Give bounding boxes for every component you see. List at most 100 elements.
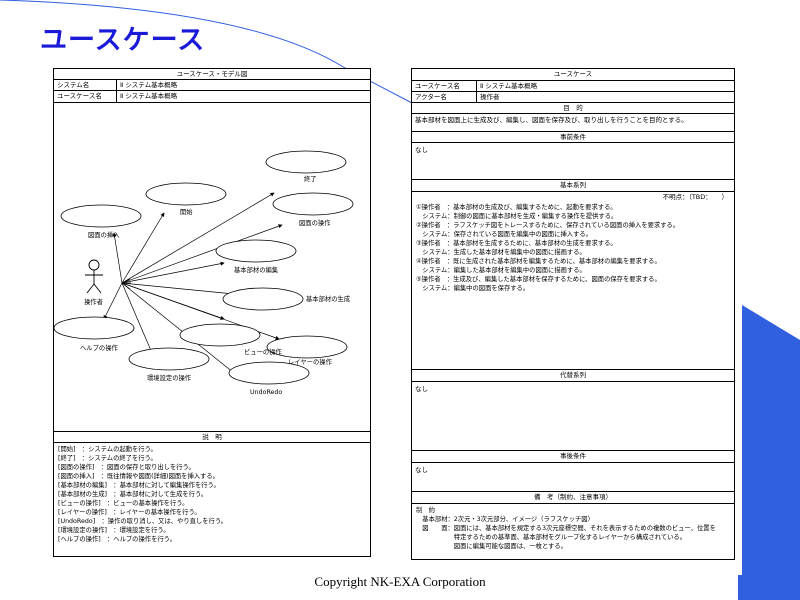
explanation-line: [環境設定の操作] ：環境設定を行う。	[58, 527, 170, 534]
explanation-line: [レイヤーの操作] ：レイヤーの基本操作を行う。	[58, 509, 201, 516]
assoc-end	[121, 192, 275, 284]
assoc-start	[121, 212, 165, 284]
usecase-name-label: ユースケース名	[57, 92, 102, 100]
basic-flow-header: 基本系列	[412, 180, 734, 192]
assoc-generate	[121, 282, 235, 296]
assoc-help	[103, 282, 123, 320]
basic-flow-line: システム：保存されている図面を編集中の図面に挿入する。	[416, 231, 592, 238]
page-title: ユースケース	[40, 25, 206, 56]
usecase-label-generate: 基本部材の生成	[306, 296, 351, 303]
usecase-name-value: Ⅱ システム基本概略	[120, 92, 178, 100]
usecase-label-env: 環境設定の操作	[147, 375, 192, 382]
explanation-line: [開始] ：システムの起動を行う。	[58, 446, 157, 453]
copyright-footer: Copyright NK-EXA Corporation	[314, 574, 486, 589]
system-name-label: システム名	[57, 81, 90, 89]
usecase-ellipse-edit	[215, 239, 297, 263]
explanation-line: [図面の挿入] ：既往情報や図面(詳細)図面を挿入する。	[58, 473, 219, 480]
decorative-arc	[0, 0, 413, 104]
notes-line: 基本部材：2次元・3次元部分、イメージ（ラフスケッチ図）	[416, 516, 594, 523]
basic-flow-line: ②操作者 ：ラフスケッチ図をトレースするために、保存されている図面の挿入を要求す…	[416, 222, 680, 229]
explanation-line: [基本部材の生成] ：基本部材に対して生成を行う。	[58, 491, 208, 498]
basic-flow-note: 不明点：（TBD： ）	[662, 193, 728, 201]
basic-flow-line: ④操作者 ：既に生成された基本部材を編集するために、基本部材の編集を要求する。	[416, 258, 661, 265]
assoc-insert	[112, 232, 123, 284]
assoc-undoredo	[121, 282, 235, 374]
purpose-text: 基本部材を図面上に生成及び、編集し、図面を保存及び、取り出しを行うことを目的とす…	[415, 116, 688, 124]
explanation-text: [開始] ：システムの起動を行う。 [終了] ：システムの終了を行う。 [図面の…	[58, 445, 366, 544]
basic-flow-line: ⑤操作者 ：生成及び、編集した基本部材を保存するために、図面の保存を要求する。	[416, 276, 661, 283]
precondition-text: なし	[415, 146, 428, 154]
basic-flow-line: システム：編集中の図面を保存する。	[416, 285, 530, 292]
usecase-label-insert: 図面の挿入	[88, 232, 120, 239]
usecase-ellipse-start	[145, 182, 227, 206]
usecase-name-row: ユースケース名 Ⅱ システム基本概略	[54, 91, 370, 103]
explanation-line: [図面の操作] ：図面の保存と取り出しを行う。	[58, 464, 195, 471]
usecase-ellipse-drawing	[272, 192, 354, 216]
postcondition-row: なし	[412, 463, 734, 492]
spec-actor-value: 操作者	[480, 93, 500, 101]
notes-header: 備 考（制約、注意事項）	[412, 492, 734, 504]
usecase-ellipse-undoredo	[228, 361, 310, 385]
usecase-ellipse-generate	[222, 287, 304, 311]
spec-usecase-label: ユースケース名	[415, 82, 460, 90]
usecase-ellipse-layer	[266, 335, 348, 359]
usecase-spec-header: ユースケース	[412, 69, 734, 81]
spec-actor-row: アクター名 操作者	[412, 92, 734, 103]
explanation-header: 説 明	[54, 431, 370, 443]
usecase-ellipse-env	[128, 347, 210, 371]
basic-flow-line: ③操作者 ：基本部材を生成するために、基本部材の生成を要求する。	[416, 240, 617, 247]
spec-actor-label: アクター名	[415, 93, 447, 101]
spec-usecase-row: ユースケース名 Ⅱ システム基本概略	[412, 81, 734, 92]
usecase-label-view: ビューの操作	[244, 349, 282, 356]
usecase-label-end: 終了	[304, 176, 317, 183]
notes-line: 特定するための基準面、基本部材をグループ化するレイヤーから構成されている。	[416, 534, 687, 541]
precondition-row: なし	[412, 143, 734, 180]
usecase-label-help: ヘルプの操作	[80, 345, 118, 352]
notes-line: 図 面：図面には、基本部材を規定する3次元座標空間、それを表示するための複数のビ…	[416, 525, 716, 532]
usecase-label-start: 開始	[180, 209, 193, 216]
usecase-label-drawing: 図面の操作	[299, 220, 331, 227]
explanation-line: [ヘルプの操作] ：ヘルプの操作を行う。	[58, 536, 176, 543]
usecase-ellipse-view	[179, 323, 261, 347]
explanation-line: [UndoRedo] ：操作の取り消し、又は、やり直しを行う。	[58, 518, 228, 525]
decorative-corner-shape	[738, 305, 800, 600]
notes-text: 制 約 基本部材：2次元・3次元部分、イメージ（ラフスケッチ図） 図 面：図面に…	[416, 506, 730, 551]
postcondition-text: なし	[415, 466, 428, 474]
basic-flow-row: 不明点：（TBD： ） ①操作者 ：基本部材の生成及び、編集するために、起動を要…	[412, 192, 734, 370]
usecase-ellipse-end	[265, 150, 347, 174]
precondition-header: 事前条件	[412, 132, 734, 143]
explanation-line: [基本部材の編集] ：基本部材に対して編集操作を行う。	[58, 482, 220, 489]
actor-stick-figure-icon	[85, 259, 103, 294]
usecase-model-header: ユースケース・モデル図	[54, 69, 370, 80]
usecase-label-layer: レイヤーの操作	[288, 359, 332, 366]
explanation-line: [ビューの操作] ：ビューの基本操作を行う。	[58, 500, 189, 507]
actor-label: 操作者	[84, 299, 103, 306]
usecase-label-undoredo: UndoRedo	[250, 389, 283, 396]
usecase-label-edit: 基本部材の編集	[234, 267, 279, 274]
explanation-line: [終了] ：システムの終了を行う。	[58, 455, 157, 462]
basic-flow-line: システム：編集した基本部材を編集中の図面に描画する。	[416, 267, 586, 274]
basic-flow-steps: ①操作者 ：基本部材の生成及び、編集するために、起動を要求する。 システム：制御…	[416, 203, 730, 293]
usecase-ellipse-insert	[60, 204, 142, 228]
basic-flow-line: システム：生成した基本部材を編集中の図面に描画する。	[416, 249, 586, 256]
assoc-env	[121, 282, 153, 354]
basic-flow-line: ①操作者 ：基本部材の生成及び、編集するために、起動を要求する。	[416, 204, 617, 211]
notes-line: 制 約	[416, 507, 435, 514]
purpose-header: 目 的	[412, 103, 734, 114]
usecase-spec-panel: ユースケース ユースケース名 Ⅱ システム基本概略 アクター名 操作者 目 的 …	[411, 68, 735, 560]
purpose-row: 基本部材を図面上に生成及び、編集し、図面を保存及び、取り出しを行うことを目的とす…	[412, 114, 734, 132]
assoc-edit	[121, 261, 225, 284]
system-name-value: Ⅱ システム基本概略	[120, 81, 178, 89]
usecase-diagram: 終了 開始 図面の操作 図面の挿入 基本部材の編集 基本部材の生成 ビューの操作…	[54, 103, 370, 499]
basic-flow-line: システム：制御の図面に基本部材を生成・編集する操作を提供する。	[416, 213, 618, 220]
assoc-drawing	[121, 224, 283, 284]
alt-flow-text: なし	[415, 385, 428, 393]
notes-line: 図面に編集可能な図面は、一枚とする。	[416, 543, 567, 550]
usecase-ellipse-help	[54, 316, 135, 340]
system-name-row: システム名 Ⅱ システム基本概略	[54, 80, 370, 91]
spec-usecase-value: Ⅱ システム基本概略	[480, 82, 538, 90]
usecase-model-panel: ユースケース・モデル図 システム名 Ⅱ システム基本概略 ユースケース名 Ⅱ シ…	[53, 68, 371, 557]
alt-flow-header: 代替系列	[412, 370, 734, 382]
alt-flow-row: なし	[412, 382, 734, 451]
